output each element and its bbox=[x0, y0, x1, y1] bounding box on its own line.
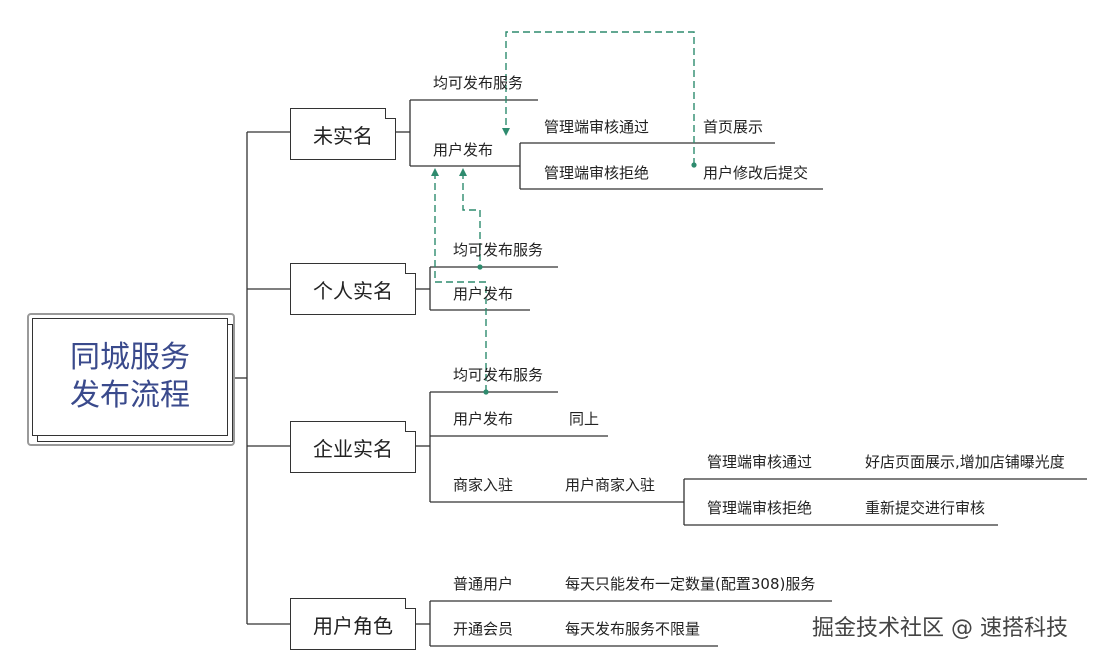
fold-corner-icon bbox=[385, 108, 396, 119]
unverified-rejected[interactable]: 管理端审核拒绝 bbox=[544, 164, 650, 182]
enterprise-user-publish[interactable]: 用户发布 bbox=[453, 410, 514, 428]
root-title-line2: 发布流程 bbox=[70, 378, 190, 413]
enterprise-user-merchant-entry[interactable]: 用户商家入驻 bbox=[565, 476, 656, 494]
role-normal-user[interactable]: 普通用户 bbox=[453, 575, 514, 593]
root-node[interactable]: 同城服务 发布流程 bbox=[32, 318, 228, 436]
watermark: 掘金技术社区 @ 速搭科技 bbox=[812, 616, 1068, 641]
personal-can-publish[interactable]: 均可发布服务 bbox=[453, 241, 544, 259]
root-title-line1: 同城服务 bbox=[70, 340, 190, 375]
enterprise-rejected-result[interactable]: 重新提交进行审核 bbox=[865, 499, 986, 517]
fold-corner-icon bbox=[405, 598, 416, 609]
enterprise-can-publish[interactable]: 均可发布服务 bbox=[453, 366, 544, 384]
role-member[interactable]: 开通会员 bbox=[453, 620, 514, 638]
unverified-approved[interactable]: 管理端审核通过 bbox=[544, 118, 650, 136]
unverified-can-publish[interactable]: 均可发布服务 bbox=[433, 74, 524, 92]
fold-corner-icon bbox=[405, 421, 416, 432]
enterprise-rejected[interactable]: 管理端审核拒绝 bbox=[707, 499, 813, 517]
node-personal-label: 个人实名 bbox=[313, 278, 393, 303]
node-personal[interactable]: 个人实名 bbox=[290, 263, 416, 315]
node-unverified-label: 未实名 bbox=[313, 123, 373, 148]
role-member-desc[interactable]: 每天发布服务不限量 bbox=[565, 620, 701, 638]
enterprise-approved[interactable]: 管理端审核通过 bbox=[707, 453, 813, 471]
personal-user-publish[interactable]: 用户发布 bbox=[453, 285, 514, 303]
unverified-user-publish[interactable]: 用户发布 bbox=[433, 141, 494, 159]
node-enterprise-label: 企业实名 bbox=[313, 436, 393, 461]
unverified-rejected-result[interactable]: 用户修改后提交 bbox=[703, 164, 809, 182]
node-user-role[interactable]: 用户角色 bbox=[290, 598, 416, 650]
node-user-role-label: 用户角色 bbox=[313, 613, 393, 638]
fold-corner-icon bbox=[405, 263, 416, 274]
unverified-approved-result[interactable]: 首页展示 bbox=[703, 118, 764, 136]
node-unverified[interactable]: 未实名 bbox=[290, 108, 396, 160]
enterprise-approved-result[interactable]: 好店页面展示,增加店铺曝光度 bbox=[865, 453, 1065, 471]
enterprise-same-as-above[interactable]: 同上 bbox=[569, 410, 600, 428]
enterprise-merchant-entry[interactable]: 商家入驻 bbox=[453, 476, 514, 494]
role-normal-user-desc[interactable]: 每天只能发布一定数量(配置308)服务 bbox=[565, 575, 816, 593]
node-enterprise[interactable]: 企业实名 bbox=[290, 421, 416, 473]
